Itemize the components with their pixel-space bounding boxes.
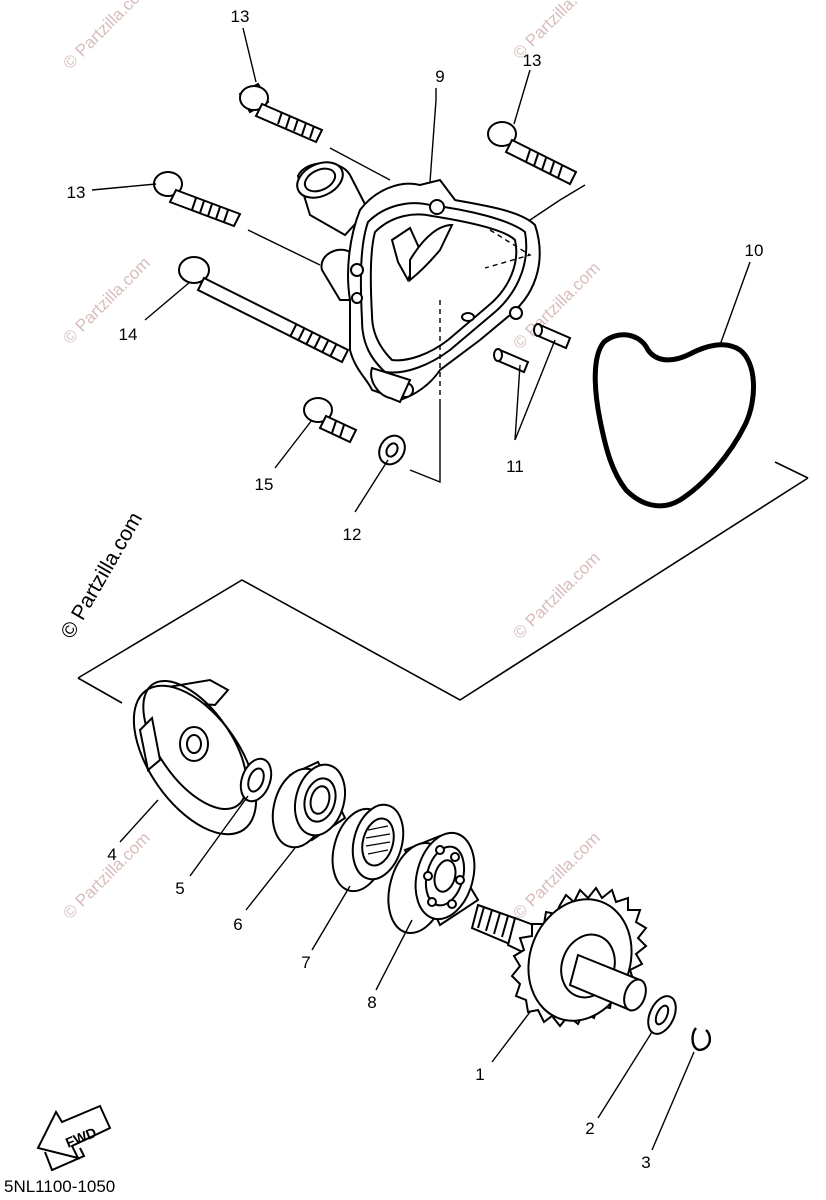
callout-labels: 1 2 3 4 5 6 7 8 9 10 11 12 13 13 13 14 1… [67,7,764,1172]
oil-seal-6 [271,760,347,849]
impeller [132,678,258,836]
drawing-code: 5NL1100-1050 [4,1177,115,1196]
callout-14: 14 [119,325,138,344]
o-ring [592,332,756,509]
watermark-large: © Partzilla.com [56,508,147,642]
watermark: © Partzilla.com [509,548,603,642]
circlip-3 [691,1027,712,1052]
watermark: © Partzilla.com [59,253,153,347]
flange-bolts [153,82,578,228]
washer-2 [647,995,677,1035]
callout-15: 15 [255,475,274,494]
washer-5 [239,757,273,803]
watermark: © Partzilla.com [59,828,153,922]
impeller-shaft-gear [470,886,648,1028]
fwd-arrow-icon: FWD [36,1104,112,1172]
callout-6: 6 [233,915,242,934]
callout-13: 13 [523,51,542,70]
bearing-8 [387,831,480,935]
callout-13: 13 [231,7,250,26]
callout-leaders [91,27,751,1151]
callout-2: 2 [585,1119,594,1138]
callout-11: 11 [506,457,524,476]
washer-12 [378,434,406,466]
callout-4: 4 [107,845,116,864]
callout-5: 5 [175,879,184,898]
short-bolt [303,397,358,444]
watermark: © Partzilla.com [59,0,153,73]
mechanical-seal-7 [331,803,405,893]
callout-10: 10 [745,241,764,260]
reference-plane-outline [77,461,809,704]
callout-3: 3 [641,1153,650,1172]
alignment-lines [247,147,586,484]
callout-7: 7 [301,953,310,972]
callout-8: 8 [367,993,376,1012]
long-bolt [178,256,350,364]
callout-1: 1 [475,1065,484,1084]
callout-13: 13 [67,183,86,202]
callout-12: 12 [343,525,362,544]
callout-9: 9 [435,67,444,86]
pump-cover [296,161,541,404]
